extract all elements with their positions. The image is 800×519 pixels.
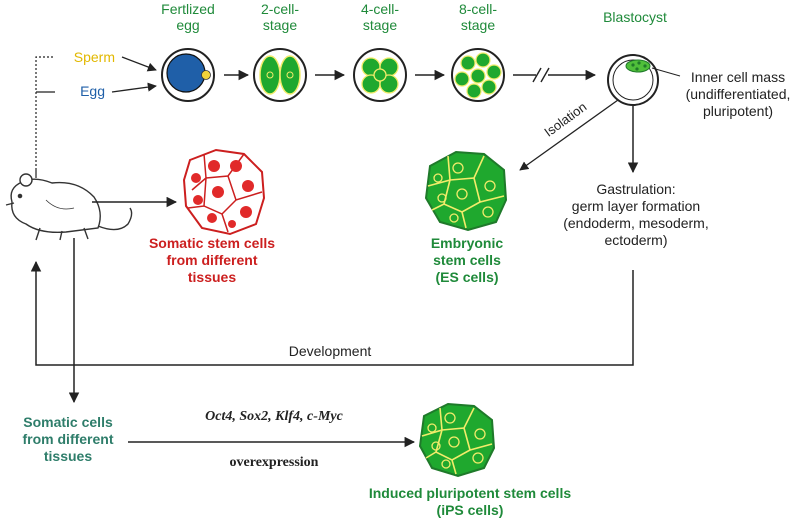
somatic-stem-label-1: Somatic stem cells xyxy=(149,235,275,251)
eight-cell-label-2: stage xyxy=(461,17,495,33)
four-cell-label-2: stage xyxy=(363,17,397,33)
gastrulation-label-2: germ layer formation xyxy=(572,198,700,214)
sperm-label: Sperm xyxy=(74,49,115,65)
gastrulation-label-4: ectoderm) xyxy=(604,232,667,248)
fertilized-egg xyxy=(161,48,215,102)
development-label: Development xyxy=(289,343,372,359)
es-label-3: (ES cells) xyxy=(435,269,498,285)
development-arrow xyxy=(30,260,634,366)
ips-label-2: (iPS cells) xyxy=(437,502,504,518)
ips-cell-cluster xyxy=(418,402,496,478)
es-label-2: stem cells xyxy=(433,252,501,268)
four-cell-label-1: 4-cell- xyxy=(361,1,399,17)
egg-arrow xyxy=(111,82,157,93)
two-cell-label-1: 2-cell- xyxy=(261,1,299,17)
overexpression-label: overexpression xyxy=(230,455,319,470)
ips-label-1: Induced pluripotent stem cells xyxy=(369,485,571,501)
sperm-source-line xyxy=(35,56,55,170)
eight-cell-embryo xyxy=(451,48,505,102)
two-cell-label-2: stage xyxy=(263,17,297,33)
four-cell-embryo xyxy=(353,48,407,102)
fertilized-label-1: Fertlized xyxy=(161,1,215,17)
icm-pointer xyxy=(651,67,681,77)
somatic-cells-label-3: tissues xyxy=(44,448,92,464)
fertilized-label-2: egg xyxy=(176,17,199,33)
gastrulation-label-3: (endoderm, mesoderm, xyxy=(563,215,709,231)
somatic-stem-label-2: from different xyxy=(167,252,258,268)
sperm-arrow xyxy=(121,56,157,72)
isolation-arrow xyxy=(519,99,619,171)
icm-label-1: Inner cell mass xyxy=(691,69,785,85)
icm-label-2: (undifferentiated, xyxy=(686,86,791,102)
es-label-1: Embryonic xyxy=(431,235,504,251)
factors-label: Oct4, Sox2, Klf4, c-Myc xyxy=(205,409,343,424)
break-arrow xyxy=(513,67,597,83)
gastrulation-label-1: Gastrulation: xyxy=(596,181,675,197)
egg-label: Egg xyxy=(80,83,105,99)
blastocyst xyxy=(607,54,659,106)
mouse-illustration xyxy=(5,173,133,241)
somatic-stem-label-3: tissues xyxy=(188,269,236,285)
somatic-stem-cell-cluster xyxy=(182,148,266,236)
es-cell-cluster xyxy=(424,150,508,232)
somatic-cells-label-1: Somatic cells xyxy=(23,414,113,430)
eight-cell-label-1: 8-cell- xyxy=(459,1,497,17)
blastocyst-label: Blastocyst xyxy=(603,9,667,25)
two-cell-embryo xyxy=(253,48,307,102)
icm-label-3: pluripotent) xyxy=(703,103,773,119)
isolation-label: Isolation xyxy=(541,99,589,140)
somatic-cells-label-2: from different xyxy=(23,431,114,447)
